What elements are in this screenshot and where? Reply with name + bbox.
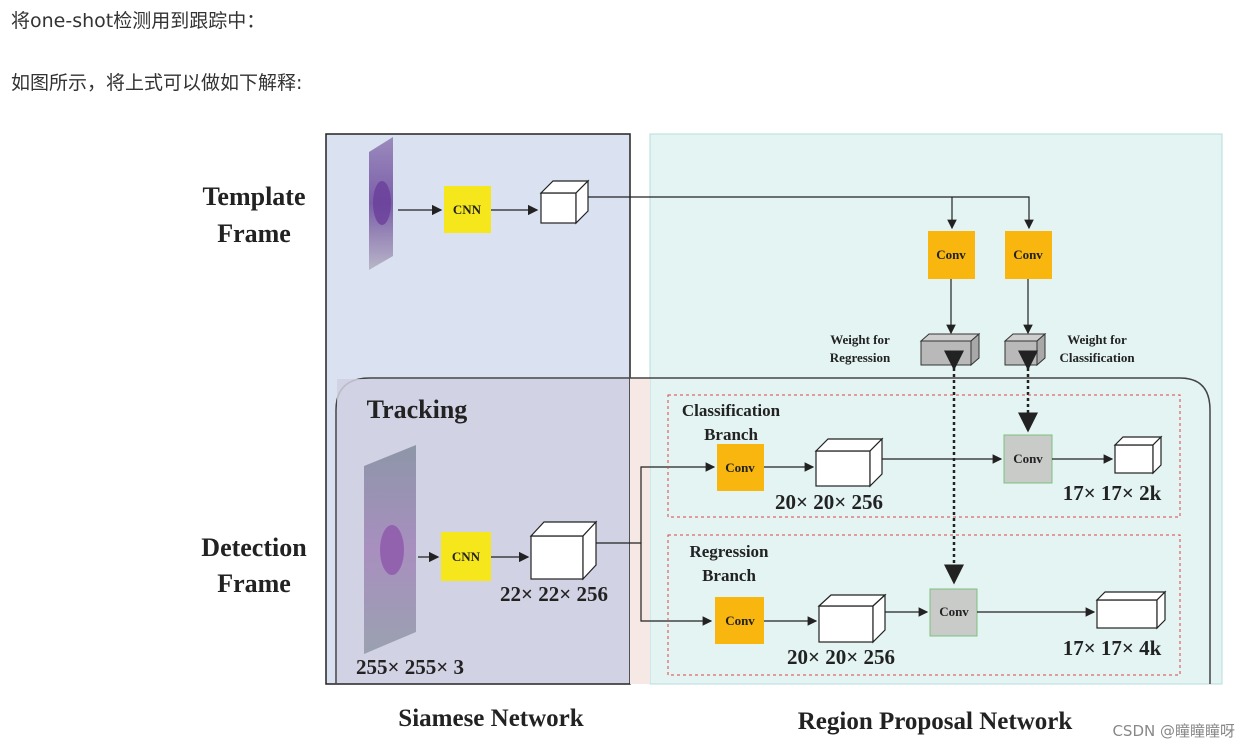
detection-feature-cube xyxy=(529,520,598,581)
weight-classification-label-1: Weight for xyxy=(1067,332,1127,347)
detection-label-2: Frame xyxy=(217,569,291,598)
reg-branch-label-1: Regression xyxy=(689,542,769,561)
reg-gray-conv-label: Conv xyxy=(939,604,969,619)
reg-weight-conv-box xyxy=(928,231,975,279)
reg-feature-dim-label: 20× 20× 256 xyxy=(787,645,895,669)
cls-branch-label-1: Classification xyxy=(682,401,781,420)
cls-feature-dim-label: 20× 20× 256 xyxy=(775,490,883,514)
template-label-2: Frame xyxy=(217,219,291,248)
cls-branch-label-2: Branch xyxy=(704,425,758,444)
tracking-label: Tracking xyxy=(367,395,468,424)
weight-regression-label-1: Weight for xyxy=(830,332,890,347)
cls-gray-conv-box xyxy=(1003,434,1053,484)
rpn-title: Region Proposal Network xyxy=(798,708,1073,735)
reg-gray-conv-box xyxy=(929,588,978,637)
input-dim-label: 255× 255× 3 xyxy=(356,655,464,679)
reg-feature-cube xyxy=(817,593,887,644)
weight-classification-label-2: Classification xyxy=(1059,350,1135,365)
template-cnn-box xyxy=(444,186,491,233)
intro-line-1: 将one-shot检测用到跟踪中： xyxy=(11,10,266,32)
cls-weight-conv-box xyxy=(1005,231,1052,279)
template-feature-cube xyxy=(539,179,590,225)
regression-branch-box xyxy=(667,534,1181,676)
detection-cnn-box xyxy=(441,532,491,581)
cls-branch-conv-box xyxy=(717,444,764,491)
cls-output-cube xyxy=(1113,435,1163,475)
cls-branch-conv-label: Conv xyxy=(725,460,755,475)
reg-branch-conv-label: Conv xyxy=(725,613,755,628)
cls-gray-conv-label: Conv xyxy=(1013,451,1043,466)
detection-label-1: Detection xyxy=(201,533,307,562)
feature-dim-label: 22× 22× 256 xyxy=(500,582,608,606)
detection-cnn-label: CNN xyxy=(452,549,481,564)
reg-branch-conv-box xyxy=(715,597,764,644)
siamese-network-title: Siamese Network xyxy=(398,705,583,732)
regression-weight-cube xyxy=(919,332,981,367)
cls-feature-cube xyxy=(814,437,884,488)
intro-line-2: 如图所示，将上式可以做如下解释: xyxy=(11,72,303,94)
weight-regression-label-2: Regression xyxy=(830,350,891,365)
template-label-1: Template xyxy=(202,182,305,211)
reg-output-cube xyxy=(1095,590,1167,630)
cls-weight-conv-label: Conv xyxy=(1013,247,1043,262)
classification-branch-box xyxy=(667,394,1181,518)
reg-weight-conv-label: Conv xyxy=(936,247,966,262)
reg-branch-label-2: Branch xyxy=(702,566,756,585)
reg-output-dim-label: 17× 17× 4k xyxy=(1063,636,1162,660)
csdn-watermark: CSDN @瞳瞳瞳呀 xyxy=(1112,722,1235,740)
template-cnn-label: CNN xyxy=(453,202,482,217)
cls-output-dim-label: 17× 17× 2k xyxy=(1063,481,1162,505)
classification-weight-cube xyxy=(1003,332,1047,367)
